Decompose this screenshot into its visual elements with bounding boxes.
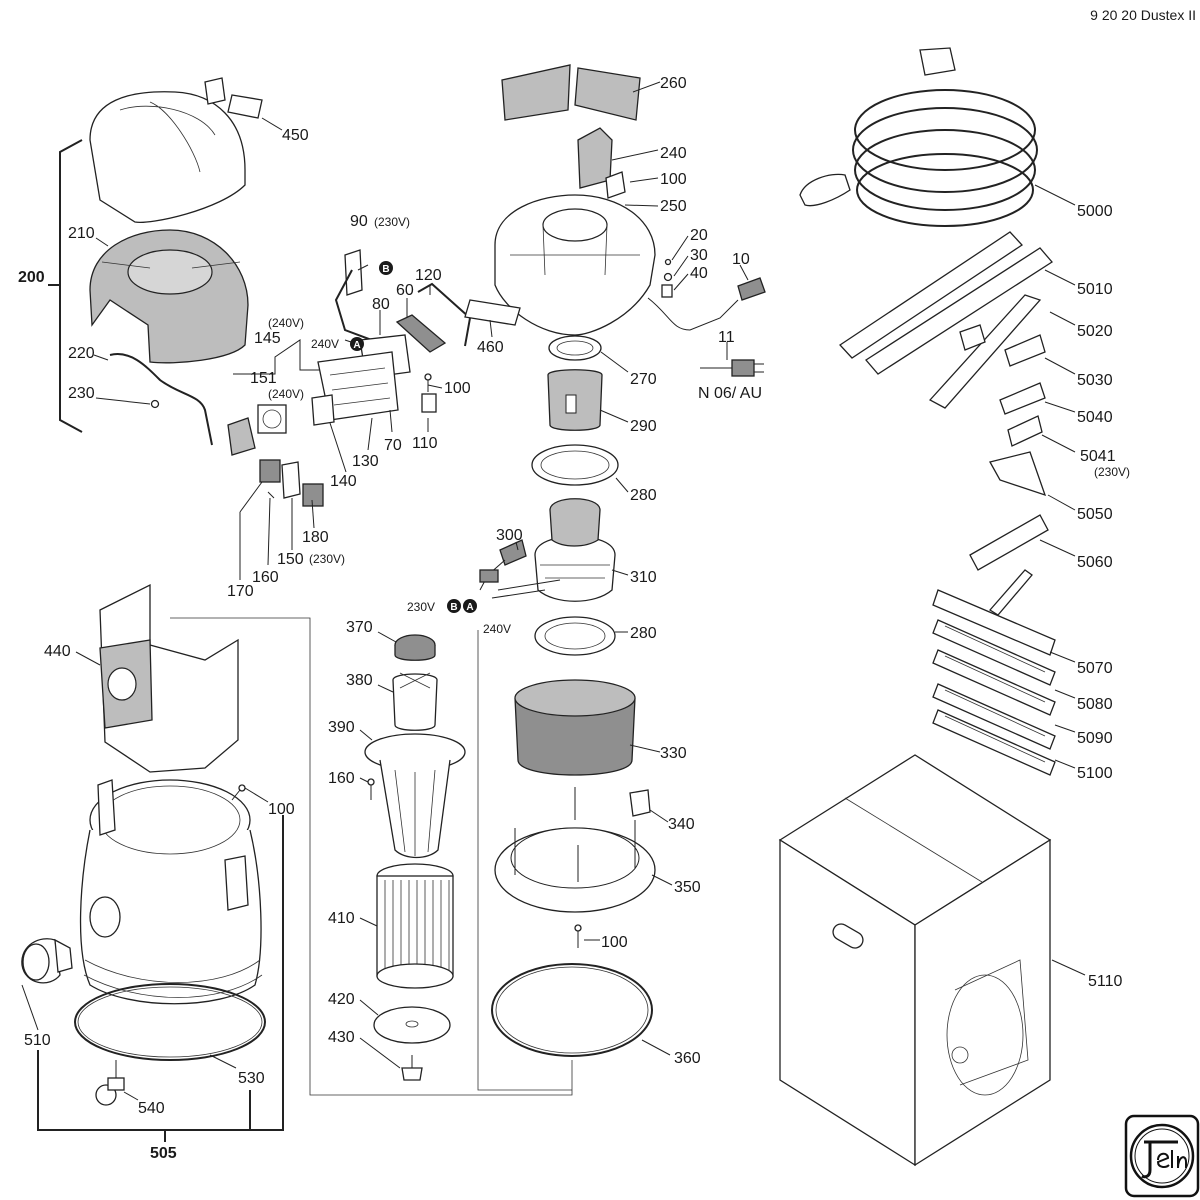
label-5030: 5030 bbox=[1077, 372, 1113, 389]
document-reference: 9 20 20 Dustex II bbox=[1090, 7, 1196, 23]
svg-text:B: B bbox=[450, 602, 457, 613]
label-440: 440 bbox=[44, 643, 71, 660]
label-5110: 5110 bbox=[1088, 973, 1123, 990]
label-170: 170 bbox=[227, 583, 254, 600]
label-151: 151 bbox=[250, 370, 277, 387]
svg-text:B: B bbox=[382, 264, 389, 275]
leader-lines bbox=[21, 81, 1086, 1101]
label-370: 370 bbox=[346, 619, 373, 636]
label-160-filter: 160 bbox=[328, 770, 355, 787]
marker-a-lower: A bbox=[463, 599, 477, 613]
label-151-voltage: (240V) bbox=[268, 387, 304, 401]
motor-head-group bbox=[464, 64, 766, 1057]
label-530: 530 bbox=[238, 1070, 265, 1087]
label-390: 390 bbox=[328, 719, 355, 736]
label-150-voltage: (230V) bbox=[309, 552, 345, 566]
label-350: 350 bbox=[674, 879, 701, 896]
electrical-group bbox=[227, 249, 472, 507]
label-270: 270 bbox=[630, 371, 657, 388]
label-260: 260 bbox=[660, 75, 687, 92]
label-100-container: 100 bbox=[268, 801, 295, 818]
cover-assembly bbox=[48, 77, 263, 446]
label-280-lower: 280 bbox=[630, 625, 657, 642]
label-5040: 5040 bbox=[1077, 409, 1113, 426]
label-180: 180 bbox=[302, 529, 329, 546]
label-240v: 240V bbox=[311, 337, 339, 351]
marker-a-upper: A bbox=[350, 337, 364, 351]
label-20: 20 bbox=[690, 227, 708, 244]
label-110: 110 bbox=[412, 435, 438, 452]
label-410: 410 bbox=[328, 910, 355, 927]
label-11: 11 bbox=[718, 329, 735, 346]
label-40: 40 bbox=[690, 265, 708, 282]
label-210: 210 bbox=[68, 225, 95, 242]
label-70: 70 bbox=[384, 437, 402, 454]
label-340: 340 bbox=[668, 816, 695, 833]
label-420: 420 bbox=[328, 991, 355, 1008]
label-5041: 5041 bbox=[1080, 448, 1116, 465]
label-145-voltage: (240V) bbox=[268, 316, 304, 330]
label-450: 450 bbox=[282, 127, 309, 144]
label-5020: 5020 bbox=[1077, 323, 1113, 340]
label-290: 290 bbox=[630, 418, 657, 435]
label-90: 90 bbox=[350, 213, 368, 230]
label-230v-motor: 230V bbox=[407, 600, 435, 614]
label-380: 380 bbox=[346, 672, 373, 689]
label-5050: 5050 bbox=[1077, 506, 1113, 523]
label-240: 240 bbox=[660, 145, 687, 162]
label-330: 330 bbox=[660, 745, 687, 762]
label-140: 140 bbox=[330, 473, 357, 490]
label-11-region: N 06/ AU bbox=[698, 385, 762, 402]
label-300: 300 bbox=[496, 527, 523, 544]
label-280-upper: 280 bbox=[630, 487, 657, 504]
accessory-group bbox=[799, 47, 1056, 776]
part-labels: 450 210 200 220 230 90 (230V) (240V) 145… bbox=[18, 75, 1130, 1162]
label-100-head: 100 bbox=[660, 171, 687, 188]
label-5070: 5070 bbox=[1077, 660, 1113, 677]
label-100-base: 100 bbox=[601, 934, 628, 951]
brand-logo bbox=[1124, 1114, 1200, 1198]
label-5090: 5090 bbox=[1077, 730, 1113, 747]
label-430: 430 bbox=[328, 1029, 355, 1046]
label-5041-voltage: (230V) bbox=[1094, 465, 1130, 479]
label-5100: 5100 bbox=[1077, 765, 1113, 782]
label-510: 510 bbox=[24, 1032, 51, 1049]
label-120: 120 bbox=[415, 267, 442, 284]
label-200: 200 bbox=[18, 269, 45, 286]
label-310: 310 bbox=[630, 569, 657, 586]
container-group bbox=[21, 583, 284, 1142]
label-160-electrical: 160 bbox=[252, 569, 279, 586]
label-145: 145 bbox=[254, 330, 281, 347]
label-250: 250 bbox=[660, 198, 687, 215]
label-130: 130 bbox=[352, 453, 379, 470]
label-5000: 5000 bbox=[1077, 203, 1113, 220]
svg-text:A: A bbox=[353, 340, 360, 351]
label-360: 360 bbox=[674, 1050, 701, 1067]
label-100-electrical: 100 bbox=[444, 380, 471, 397]
label-220: 220 bbox=[68, 345, 95, 362]
svg-text:A: A bbox=[466, 602, 473, 613]
label-240v-motor: 240V bbox=[483, 622, 511, 636]
label-150: 150 bbox=[277, 551, 304, 568]
label-5080: 5080 bbox=[1077, 696, 1113, 713]
packaging-box bbox=[778, 754, 1052, 1167]
label-5010: 5010 bbox=[1077, 281, 1113, 298]
label-60: 60 bbox=[396, 282, 414, 299]
label-10: 10 bbox=[732, 251, 750, 268]
label-5060: 5060 bbox=[1077, 554, 1113, 571]
marker-b-upper: B bbox=[379, 261, 393, 275]
filter-group bbox=[170, 617, 573, 1096]
label-540: 540 bbox=[138, 1100, 165, 1117]
label-30: 30 bbox=[690, 247, 708, 264]
label-80: 80 bbox=[372, 296, 390, 313]
label-460: 460 bbox=[477, 339, 504, 356]
marker-b-lower: B bbox=[447, 599, 461, 613]
label-230: 230 bbox=[68, 385, 95, 402]
label-505: 505 bbox=[150, 1145, 177, 1162]
label-90-voltage: (230V) bbox=[374, 215, 410, 229]
